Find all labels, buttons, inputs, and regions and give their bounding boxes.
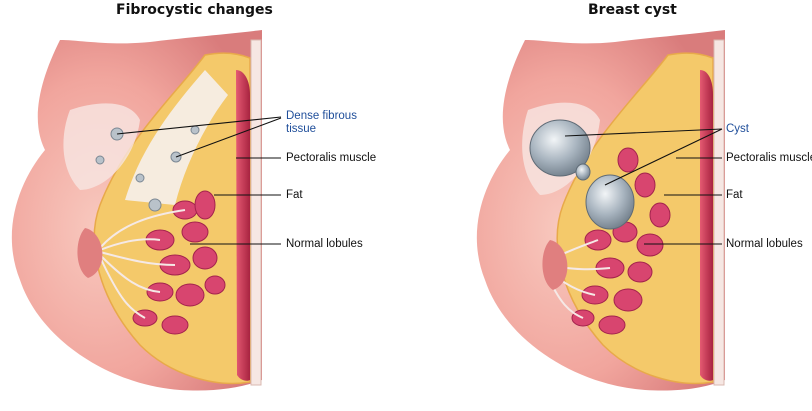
label-left-fat: Fat — [286, 189, 303, 201]
label-cyst: Cyst — [726, 123, 749, 135]
label-dense-fibrous-line1: Dense fibrous — [286, 110, 357, 122]
label-dense-fibrous-tissue: Dense fibrous tissue — [286, 110, 357, 136]
left-fibrous-region — [125, 70, 228, 205]
label-right-normal-lobules: Normal lobules — [726, 238, 803, 250]
label-right-pectoralis-muscle: Pectoralis muscle — [726, 152, 812, 164]
right-breast-illustration — [476, 30, 725, 391]
right-panel-title: Breast cyst — [588, 2, 677, 18]
right-leader-lines — [564, 128, 723, 245]
label-left-pectoralis-muscle: Pectoralis muscle — [286, 152, 377, 164]
left-panel-title: Fibrocystic changes — [116, 2, 273, 18]
label-left-normal-lobules: Normal lobules — [286, 238, 363, 250]
right-cyst-large — [529, 119, 591, 177]
left-fat-layer — [93, 52, 251, 385]
left-pectoralis-muscle — [236, 70, 250, 381]
left-leader-lines — [116, 116, 282, 245]
left-ducts — [99, 209, 186, 319]
left-breast-illustration — [11, 30, 263, 391]
label-right-fat: Fat — [726, 189, 743, 201]
right-pectoralis-muscle — [700, 70, 713, 381]
label-dense-fibrous-line2: tissue — [286, 123, 317, 135]
left-nipple — [77, 228, 103, 278]
right-nipple — [542, 240, 568, 290]
right-cyst-medium — [585, 174, 635, 230]
right-lobules — [571, 147, 671, 335]
